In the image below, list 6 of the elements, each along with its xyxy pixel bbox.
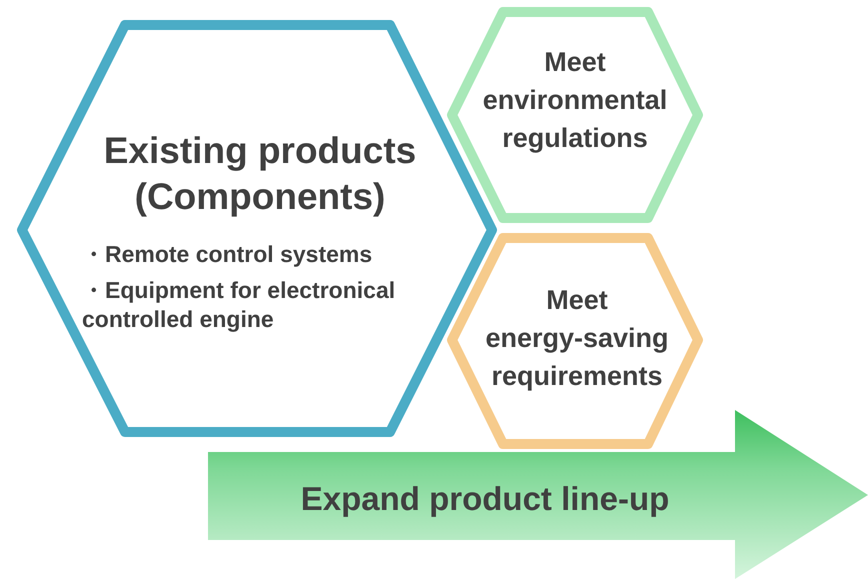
bullet-item: ・Equipment for electronical controlled engine bbox=[82, 276, 396, 334]
hexagon-title: Meet energy-saving requirements bbox=[484, 284, 670, 393]
bullet-item: ・Remote control systems bbox=[82, 240, 374, 269]
arrow-label: Expand product line-up bbox=[300, 479, 670, 519]
hexagon-title: Existing products (Components) bbox=[102, 129, 418, 220]
hexagon-title: Meet environmental regulations bbox=[482, 46, 668, 155]
